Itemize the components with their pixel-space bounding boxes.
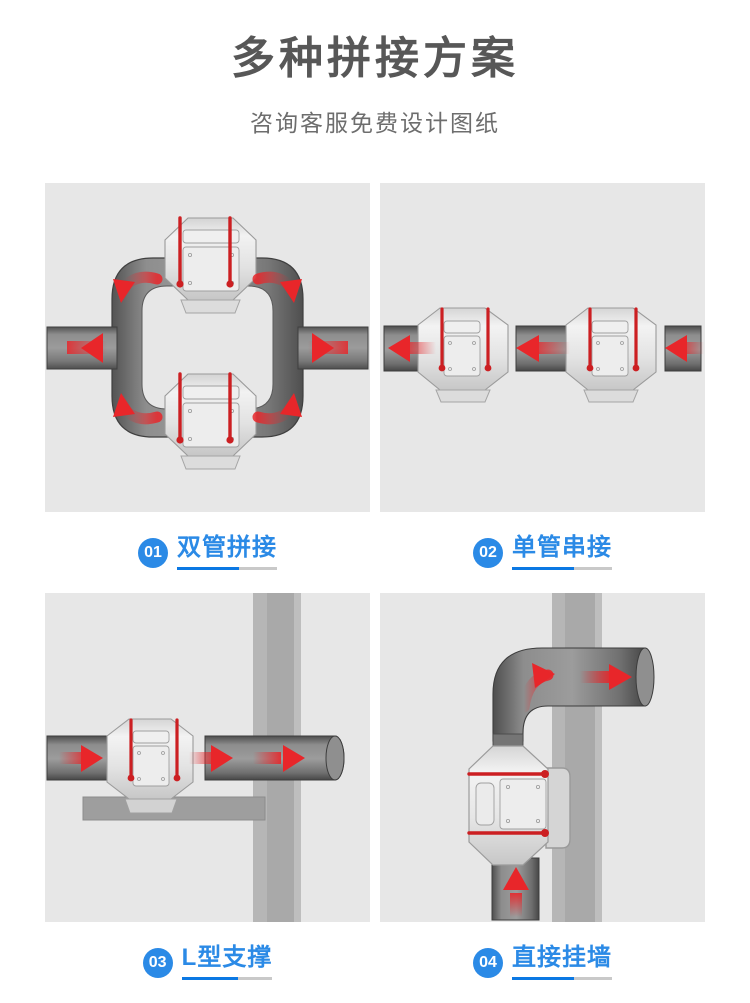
flow-arrow-curve-tr [252, 271, 302, 303]
flow-arrow-up [503, 867, 529, 917]
diagram-panel-dual-pipe-loop [45, 183, 370, 512]
flow-arrow-1 [59, 745, 103, 772]
flow-arrow-curve-br [252, 393, 302, 425]
fan-unit-right [565, 307, 657, 403]
scheme-cell-04[interactable]: 04 直接挂墙 [380, 593, 705, 1003]
caption-underline-04 [512, 976, 612, 980]
flow-arrow-right [580, 664, 632, 690]
caption-02: 02 单管串接 [380, 512, 705, 593]
flow-arrow-curve-tl [113, 271, 163, 303]
scheme-cell-03[interactable]: 03 L型支撑 [45, 593, 370, 1003]
badge-number-02: 02 [473, 537, 503, 568]
badge-number-03: 03 [142, 947, 173, 978]
flow-arrow-3 [253, 745, 305, 772]
caption-label-04: 直接挂墙 [512, 944, 612, 972]
caption-text-wrap-01: 双管拼接 [177, 534, 277, 570]
caption-label-03: L型支撑 [181, 944, 273, 972]
flow-arrow-1 [388, 335, 436, 362]
fan-unit-bottom [164, 372, 257, 470]
flow-arrow-2 [516, 335, 570, 362]
caption-text-wrap-03: L型支撑 [181, 944, 273, 980]
caption-01: 01 双管拼接 [45, 512, 370, 593]
caption-label-02: 单管串接 [512, 534, 612, 562]
flow-arrow-curve [518, 663, 555, 713]
badge-number-01: 01 [138, 537, 168, 568]
scheme-cell-01[interactable]: 01 双管拼接 [45, 183, 370, 593]
caption-underline-02 [512, 566, 612, 570]
fan-unit-left [417, 307, 509, 403]
caption-underline-03 [181, 976, 273, 980]
page-header: 多种拼接方案 咨询客服免费设计图纸 [0, 0, 750, 138]
caption-03: 03 L型支撑 [45, 922, 370, 1003]
flow-arrow-left [67, 333, 107, 363]
scheme-cell-02[interactable]: 02 单管串接 [380, 183, 705, 593]
diagram-panel-inline-series [380, 183, 705, 512]
caption-04: 04 直接挂墙 [380, 922, 705, 1003]
caption-underline-01 [177, 566, 277, 570]
scheme-grid: 01 双管拼接 [45, 183, 705, 1003]
flow-arrow-curve-bl [113, 393, 163, 425]
wall-bracket [545, 767, 571, 849]
diagram-panel-wall-mounted [380, 593, 705, 922]
diagram-panel-l-bracket-support [45, 593, 370, 922]
caption-text-wrap-02: 单管串接 [512, 534, 612, 570]
fan-unit-top [164, 216, 257, 314]
page-title: 多种拼接方案 [231, 34, 519, 83]
flow-arrow-right [308, 333, 348, 363]
flow-arrow-3 [665, 335, 704, 362]
caption-label-01: 双管拼接 [177, 534, 277, 562]
caption-text-wrap-04: 直接挂墙 [512, 944, 612, 980]
diagram-svg-02 [383, 307, 704, 403]
fan-unit [467, 745, 549, 866]
fan-unit [106, 718, 194, 814]
flow-arrow-2 [189, 745, 233, 772]
diagram-svg-04 [467, 593, 655, 922]
diagram-svg-03 [46, 593, 345, 922]
page-subtitle: 咨询客服免费设计图纸 [250, 109, 500, 136]
diagram-svg-01 [46, 216, 369, 470]
badge-number-04: 04 [473, 947, 503, 978]
